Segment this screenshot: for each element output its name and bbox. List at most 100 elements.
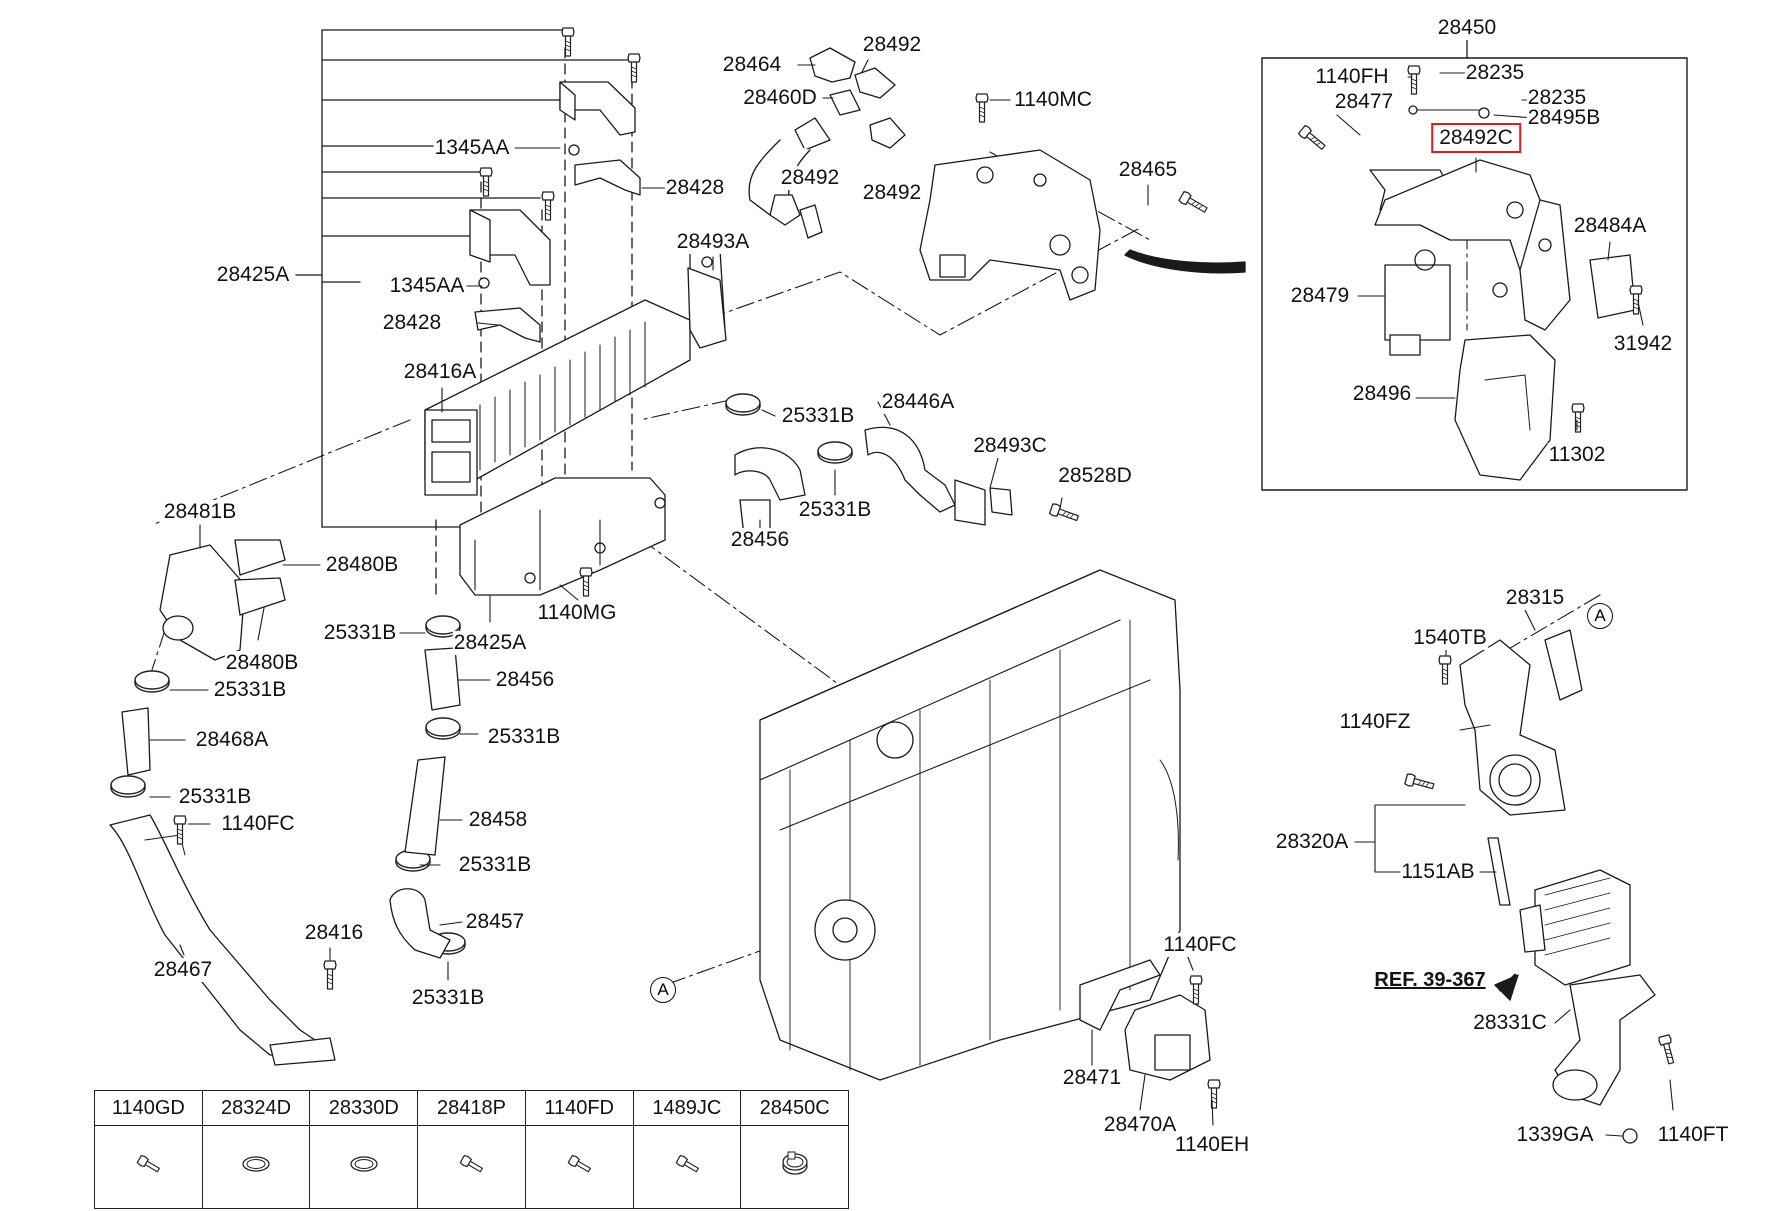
callout-28425A: 28425A bbox=[215, 263, 291, 287]
callout-28484A: 28484A bbox=[1572, 214, 1648, 238]
callout-1140FC: 1140FC bbox=[220, 812, 296, 836]
callout-25331B: 25331B bbox=[486, 725, 562, 749]
callout-1345AA: 1345AA bbox=[433, 136, 511, 160]
pipe-28446A bbox=[864, 426, 1013, 526]
legend-header: 28418P bbox=[417, 1090, 526, 1126]
callout-1140MC: 1140MC bbox=[1013, 88, 1093, 112]
callout-28456: 28456 bbox=[494, 668, 556, 692]
legend-header: 1489JC bbox=[632, 1090, 742, 1126]
callout-25331B: 25331B bbox=[322, 621, 398, 645]
callout-1540TB: 1540TB bbox=[1412, 626, 1488, 650]
callout-25331B: 25331B bbox=[780, 404, 856, 428]
callout-31942: 31942 bbox=[1612, 332, 1674, 356]
callout-28464: 28464 bbox=[721, 53, 783, 77]
cooler-ref bbox=[1519, 869, 1631, 986]
callout-28481B: 28481B bbox=[162, 500, 238, 524]
callout-1140FZ: 1140FZ bbox=[1338, 710, 1412, 734]
callout-28493A: 28493A bbox=[675, 230, 751, 254]
bolt-icon bbox=[524, 1125, 634, 1209]
callout-28495B: 28495B bbox=[1526, 106, 1602, 130]
callout-28467: 28467 bbox=[152, 958, 214, 982]
callout-28480B: 28480B bbox=[224, 651, 300, 675]
callout-28468A: 28468A bbox=[194, 728, 270, 752]
callout-28428: 28428 bbox=[381, 311, 443, 335]
callout-28416: 28416 bbox=[303, 921, 365, 945]
elbow-28331C bbox=[1552, 974, 1656, 1106]
bolt-icon bbox=[417, 1125, 526, 1209]
egr-pipe-top bbox=[748, 47, 906, 239]
hose-28468A bbox=[121, 707, 151, 776]
stud-1151AB bbox=[1487, 837, 1511, 906]
legend-header: 1140GD bbox=[94, 1090, 203, 1126]
callout-28315: 28315 bbox=[1504, 586, 1566, 610]
gasket-ring-icon bbox=[201, 1125, 311, 1209]
callout-28493C: 28493C bbox=[972, 434, 1048, 458]
callout-1345AA: 1345AA bbox=[388, 274, 466, 298]
callout-28320A: 28320A bbox=[1274, 830, 1350, 854]
reference-mark-a: A bbox=[1587, 603, 1613, 629]
egr-housing-center bbox=[919, 149, 1101, 301]
engine-block bbox=[759, 569, 1181, 1081]
callout-28492C: 28492C bbox=[1431, 123, 1521, 153]
callout-1151AB: 1151AB bbox=[1400, 860, 1476, 884]
gasket-ring-icon bbox=[309, 1125, 419, 1209]
callout-25331B: 25331B bbox=[457, 853, 533, 877]
heat-shield-upper bbox=[469, 81, 641, 343]
callout-28235: 28235 bbox=[1464, 61, 1526, 85]
callout-28492: 28492 bbox=[861, 181, 923, 205]
legend-header: 1140FD bbox=[524, 1090, 634, 1126]
callout-28492: 28492 bbox=[779, 166, 841, 190]
bolt-icon bbox=[94, 1125, 203, 1209]
reference-mark-a: A bbox=[650, 977, 676, 1003]
callout-28450: 28450 bbox=[1436, 16, 1498, 40]
callout-28470A: 28470A bbox=[1102, 1113, 1178, 1137]
callout-28465: 28465 bbox=[1117, 158, 1179, 182]
callout-28479: 28479 bbox=[1289, 284, 1351, 308]
callout-25331B: 25331B bbox=[212, 678, 288, 702]
hose-28458 bbox=[404, 756, 446, 856]
callout-25331B: 25331B bbox=[410, 986, 486, 1010]
box-parts bbox=[1369, 105, 1636, 481]
callout-1140FC: 1140FC bbox=[1162, 933, 1238, 957]
callout-28457: 28457 bbox=[464, 910, 526, 934]
callout-25331B: 25331B bbox=[797, 498, 873, 522]
legend-header: 28330D bbox=[309, 1090, 419, 1126]
bracket-28425A-lower bbox=[459, 477, 666, 596]
arrow-to-box bbox=[1124, 249, 1246, 274]
callout-28458: 28458 bbox=[467, 808, 529, 832]
parts-legend-table: 1140GD 28324D 28330D 28418P 1140FD 1489J… bbox=[94, 1090, 849, 1209]
callout-28331C: 28331C bbox=[1472, 1011, 1548, 1035]
callout-28416A: 28416A bbox=[402, 360, 478, 384]
callout-28456: 28456 bbox=[729, 528, 791, 552]
callout-1140MG: 1140MG bbox=[536, 601, 618, 625]
callout-25331B: 25331B bbox=[177, 785, 253, 809]
callout-1140FT: 1140FT bbox=[1656, 1123, 1730, 1147]
callout-28471: 28471 bbox=[1061, 1066, 1123, 1090]
legend-header: 28324D bbox=[201, 1090, 311, 1126]
callout-28460D: 28460D bbox=[742, 86, 818, 110]
housing-28481B bbox=[159, 539, 286, 661]
callout-1339GA: 1339GA bbox=[1515, 1123, 1595, 1147]
callout-28425A: 28425A bbox=[452, 631, 528, 655]
callout-28446A: 28446A bbox=[880, 390, 956, 414]
callout-28480B: 28480B bbox=[324, 553, 400, 577]
callout-28477: 28477 bbox=[1333, 90, 1395, 114]
callout-28496: 28496 bbox=[1351, 382, 1413, 406]
callout-11302: 11302 bbox=[1547, 443, 1607, 467]
legend-header: 28450C bbox=[740, 1090, 849, 1126]
callout-28492: 28492 bbox=[861, 33, 923, 57]
callout-1140FH: 1140FH bbox=[1314, 65, 1390, 89]
callout-28428: 28428 bbox=[664, 176, 726, 200]
hose-28456-lower bbox=[424, 647, 461, 711]
callout-1140EH: 1140EH bbox=[1173, 1133, 1251, 1157]
ref-link-39-367[interactable]: REF. 39-367 bbox=[1373, 968, 1487, 992]
gasket-28493A bbox=[687, 267, 727, 349]
hose-clamp-icon bbox=[740, 1125, 849, 1209]
flange-28320A bbox=[1459, 629, 1583, 816]
assembly-box bbox=[1261, 57, 1688, 491]
bolt-icon bbox=[632, 1125, 742, 1209]
hose-28457 bbox=[389, 888, 451, 959]
callout-28528D: 28528D bbox=[1057, 464, 1133, 488]
pipe-28467 bbox=[109, 814, 336, 1066]
